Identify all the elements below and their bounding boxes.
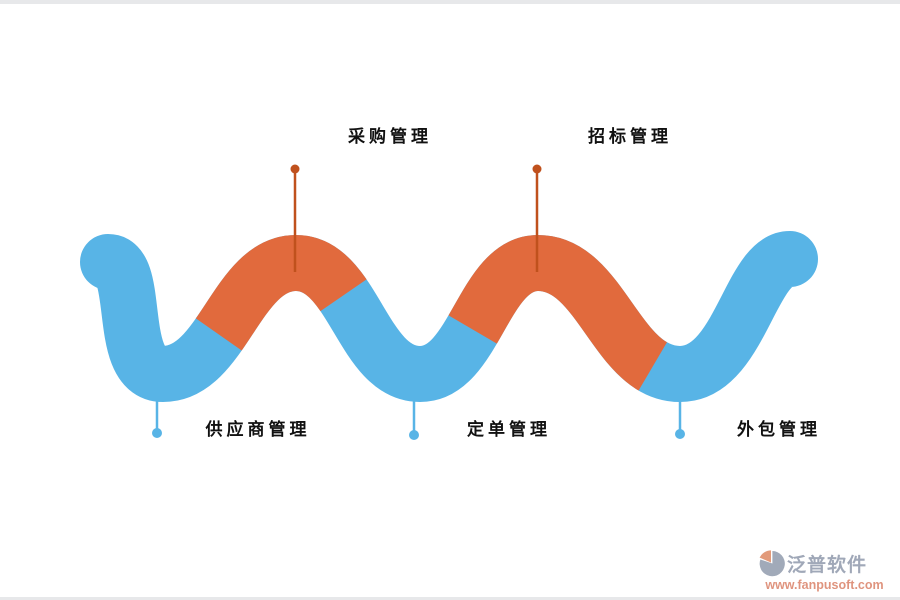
label-procurement-management: 采购管理 [348, 127, 432, 146]
top-border-bar [0, 0, 900, 4]
marker-order [409, 370, 419, 440]
bottom-border-bar [0, 597, 900, 600]
label-order-management: 定单管理 [467, 420, 551, 439]
marker-supplier [152, 368, 162, 438]
label-supplier-management: 供应商管理 [205, 420, 311, 439]
brand-url: www.fanpusoft.com [765, 578, 884, 592]
marker-procurement [290, 164, 300, 272]
marker-outsourcing [675, 372, 685, 439]
label-outsourcing-management: 外包管理 [737, 420, 821, 439]
label-bidding-management: 招标管理 [588, 127, 672, 146]
fanpu-watermark: 泛普软件 www.fanpusoft.com [757, 549, 892, 592]
brand-name: 泛普软件 [787, 554, 868, 576]
marker-bidding [532, 164, 542, 272]
fanpu-logo-icon [759, 550, 785, 577]
